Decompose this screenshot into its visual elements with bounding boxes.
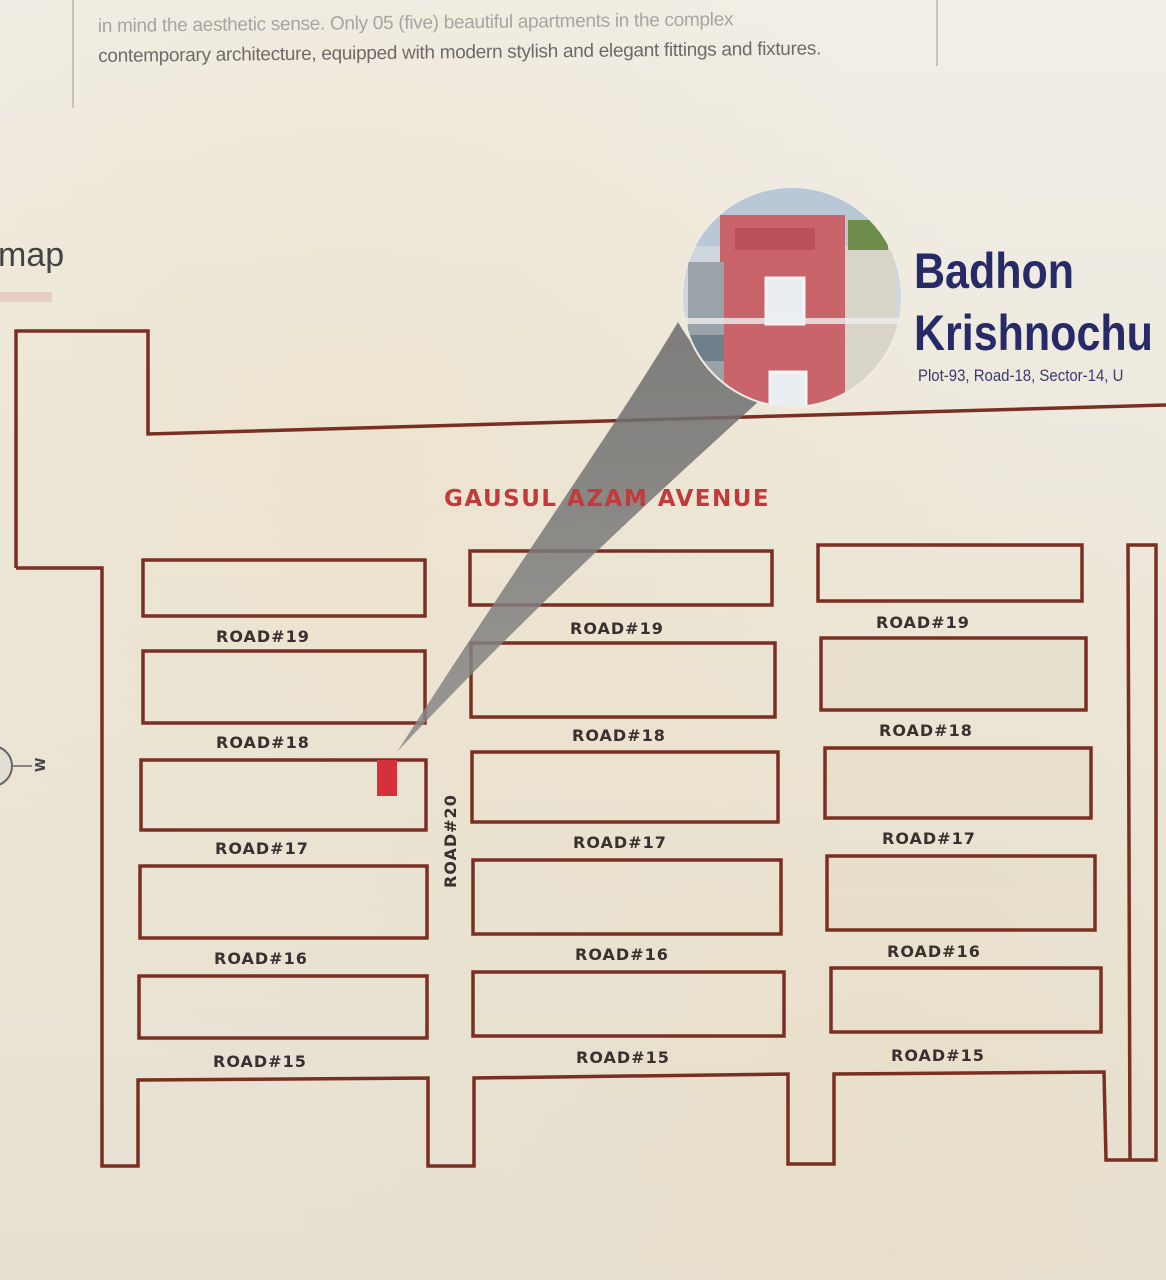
road-label: ROAD#17 — [215, 839, 309, 858]
block-shade-c3-r3 — [827, 750, 1089, 816]
road-labels-column-1: ROAD#19 ROAD#18 ROAD#17 ROAD#16 ROAD#15 — [213, 627, 310, 1071]
road-label: ROAD#15 — [213, 1052, 307, 1071]
block-shade-c3-r4 — [829, 858, 1093, 928]
block-c1-r5 — [137, 974, 429, 1040]
block-shade-c3-r2 — [823, 640, 1084, 708]
block-c2-r3 — [470, 750, 780, 824]
building-photo-frame — [681, 186, 903, 408]
section-label: map — [0, 236, 65, 274]
road-label: ROAD#19 — [876, 613, 970, 632]
road-label: ROAD#18 — [572, 726, 666, 745]
callout-beam — [397, 322, 758, 752]
road-labels-column-2: ROAD#19 ROAD#18 ROAD#17 ROAD#16 ROAD#15 — [570, 619, 670, 1067]
project-name-line-2: Krishnochu — [914, 305, 1153, 361]
section-label-underline — [0, 292, 52, 302]
block-c3-r4 — [825, 854, 1097, 932]
road-label: ROAD#16 — [575, 945, 669, 964]
road-label: ROAD#19 — [570, 619, 664, 638]
project-name-line-1: Badhon — [914, 243, 1075, 299]
road-label: ROAD#17 — [573, 833, 667, 852]
block-c3-r2 — [819, 636, 1088, 712]
block-c2-r5 — [471, 970, 786, 1038]
road-label: ROAD#15 — [891, 1046, 985, 1065]
road-label: ROAD#17 — [882, 829, 976, 848]
road-label: ROAD#16 — [887, 942, 981, 961]
road-labels-column-3: ROAD#19 ROAD#18 ROAD#17 ROAD#16 ROAD#15 — [876, 613, 985, 1065]
road-label: ROAD#16 — [214, 949, 308, 968]
road-label: ROAD#18 — [879, 721, 973, 740]
road-label: ROAD#19 — [216, 627, 310, 646]
block-c2-r1 — [468, 549, 774, 607]
compass: W — [0, 746, 49, 786]
intro-divider-left — [72, 0, 74, 108]
block-c2-r2 — [469, 641, 777, 719]
block-c3-r1 — [816, 543, 1084, 603]
intro-divider-right — [936, 0, 938, 66]
block-c3-r5 — [829, 966, 1103, 1034]
road-label: ROAD#15 — [576, 1048, 670, 1067]
project-address: Plot-93, Road-18, Sector-14, U — [918, 366, 1124, 385]
block-c1-r4 — [138, 864, 429, 940]
project-name: Badhon Krishnochu — [914, 240, 1153, 364]
avenue-label: GAUSUL AZAM AVENUE — [444, 486, 770, 512]
block-c2-r4 — [471, 858, 783, 936]
outer-road-boundary — [14, 329, 1166, 568]
block-c1-r3 — [139, 758, 428, 832]
compass-letter: W — [34, 758, 49, 772]
left-road-boundary — [16, 543, 1158, 1168]
block-c1-r2 — [141, 649, 427, 725]
road-label: ROAD#18 — [216, 733, 310, 752]
block-c1-r1 — [141, 558, 427, 618]
road-label-20: ROAD#20 — [441, 794, 460, 888]
plot-marker — [377, 760, 397, 796]
block-c3-r3 — [823, 746, 1093, 820]
